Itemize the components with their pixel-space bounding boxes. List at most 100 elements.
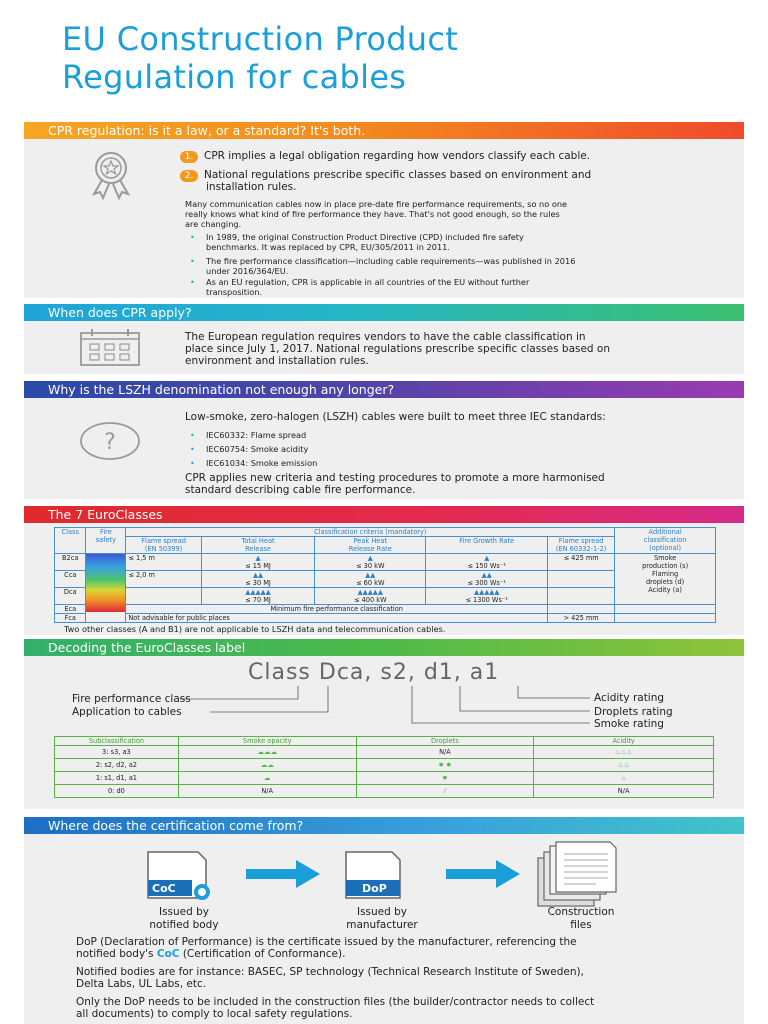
cert-paragraph-1-line-2: notified body's CoC (Certification of Co… <box>76 948 346 960</box>
cpr-bullet-3: •As an EU regulation, CPR is applicable … <box>190 277 530 297</box>
euroclass-row-eca: Eca Minimum fire performance classificat… <box>53 604 716 614</box>
euroclass-label-example: Class Dca, s2, d1, a1 <box>248 660 500 685</box>
cpr-point-1: 1.CPR implies a legal obligation regardi… <box>180 150 590 163</box>
cert-paragraph-3-line-1: Only the DoP needs to be included in the… <box>76 996 595 1008</box>
droplet-icons-2: ✸ ✸ <box>355 758 535 772</box>
coc-document-icon <box>147 851 210 900</box>
euroclass-col-fire-growth: Fire Growth Rate <box>425 536 549 554</box>
cpr-paragraph-line-2: really knows what kind of fire performan… <box>185 209 560 219</box>
euroclass-min-performance: Minimum fire performance classification <box>125 604 549 614</box>
calendar-icon <box>80 329 140 366</box>
subclass-row-2: 2: s2, d2, a2 ☁☁ ✸ ✸ ♨♨ <box>54 758 714 772</box>
euroclass-col-flame-spread: Flame spread(EN 50399) <box>125 536 202 554</box>
section-header-when-cpr-apply: When does CPR apply? <box>24 304 744 321</box>
lszh-bullet-2: •IEC60754: Smoke acidity <box>190 444 309 454</box>
subclass-row-0: 0: d0 N/A ⁄ N/A <box>54 784 714 798</box>
fire-safety-gradient-bar <box>86 554 126 612</box>
peak-icons-b2ca: ▲ <box>367 554 373 562</box>
label-fire-performance: Fire performance class <box>72 693 191 705</box>
construction-files-icon <box>537 841 617 907</box>
svg-text:?: ? <box>104 430 116 455</box>
label-smoke: Smoke rating <box>594 718 664 730</box>
section-header-lszh: Why is the LSZH denomination not enough … <box>24 381 744 398</box>
acid-icons-1: ♨ <box>533 771 714 785</box>
euroclass-row-b2ca: B2ca ≤ 1,5 m ▲≤ 15 MJ ▲≤ 30 kW ▲≤ 150 Ws… <box>53 553 716 623</box>
question-bubble-icon: ? <box>80 422 140 460</box>
euroclass-col-class: Class <box>53 527 87 554</box>
subclass-row-3: 3: s3, a3 ☁☁☁ N/A ♨♨♨ <box>54 745 714 759</box>
dop-label: DoP <box>362 882 387 895</box>
peak-icons-dca: ▲▲▲▲▲ <box>357 588 383 596</box>
cpr-apply-line-3: environment and installation rules. <box>185 355 369 367</box>
section-header-euroclasses: The 7 EuroClasses <box>24 506 744 523</box>
acid-icons-2: ♨♨ <box>533 758 714 772</box>
cert-paragraph-1-line-1: DoP (Declaration of Performance) is the … <box>76 936 577 948</box>
title-line-1: EU Construction Product <box>62 20 459 58</box>
cert-paragraph-2-line-1: Notified bodies are for instance: BASEC,… <box>76 966 584 978</box>
growth-icons-b2ca: ▲ <box>484 554 490 562</box>
dop-document-icon <box>345 851 401 899</box>
decoding-connector-lines <box>180 686 590 724</box>
peak-icons-cca: ▲▲ <box>365 571 376 579</box>
euroclass-note: Two other classes (A and B1) are not app… <box>64 624 446 634</box>
subclassification-table: Subclassification Smoke opacity Droplets… <box>54 736 714 798</box>
euroclass-criteria-header: Classification criteria (mandatory) <box>125 527 616 537</box>
cpr-apply-line-1: The European regulation requires vendors… <box>185 331 586 343</box>
cert-paragraph-3-line-2: all documents) to comply to local safety… <box>76 1008 353 1020</box>
page-title: EU Construction Product Regulation for c… <box>62 20 458 96</box>
label-acidity: Acidity rating <box>594 692 665 704</box>
euroclass-row-dca: Dca ▲▲▲▲▲≤ 70 MJ ▲▲▲▲▲≤ 400 kW ▲▲▲▲▲≤ 13… <box>53 587 716 605</box>
cpr-paragraph-line-3: are changing. <box>185 219 242 229</box>
heat-icons-dca: ▲▲▲▲▲ <box>245 588 271 596</box>
coc-inline-label: CoC <box>156 948 180 960</box>
section-header-certification: Where does the certification come from? <box>24 817 744 834</box>
arrow-right-icon <box>246 860 320 888</box>
droplet-none-icon: ⁄ <box>355 784 535 798</box>
euroclass-not-advisable: Not advisable for public places <box>125 613 549 623</box>
section-panel-when-cpr-apply <box>24 321 744 374</box>
heat-icons-cca: ▲▲ <box>252 571 264 579</box>
arrow-right-icon-2 <box>446 860 520 888</box>
subclass-row-1: 1: s1, d1, a1 ☁ ✸ ♨ <box>54 771 714 785</box>
euroclass-col-flame-spread-2: Flame spread(EN 60332-1-2) <box>547 536 616 554</box>
cert-paragraph-2-line-2: Delta Labs, UL Labs, etc. <box>76 978 207 990</box>
lszh-intro: Low-smoke, zero-halogen (LSZH) cables we… <box>185 411 606 423</box>
lszh-bullet-1: •IEC60332: Flame spread <box>190 430 307 440</box>
title-line-2: Regulation for cables <box>62 58 407 96</box>
droplet-icons-1: ✸ <box>355 771 535 785</box>
award-ribbon-icon <box>91 152 131 200</box>
acid-icons-3: ♨♨♨ <box>533 745 714 759</box>
smoke-icons-2: ☁☁ <box>177 758 357 772</box>
section-header-decoding: Decoding the EuroClasses label <box>24 639 744 656</box>
heat-icons-b2ca: ▲ <box>255 554 261 562</box>
section-panel-lszh <box>24 398 744 499</box>
growth-icons-dca: ▲▲▲▲▲ <box>474 588 500 596</box>
lszh-outro-line-1: CPR applies new criteria and testing pro… <box>185 472 605 484</box>
section-header-cpr-regulation: CPR regulation: is it a law, or a standa… <box>24 122 744 139</box>
coc-label: CoC <box>152 882 176 895</box>
cpr-bullet-2: •The fire performance classification—inc… <box>190 256 576 276</box>
smoke-icons-1: ☁ <box>177 771 357 785</box>
smoke-icons-3: ☁☁☁ <box>177 745 357 759</box>
cpr-point-2-continued: installation rules. <box>206 181 297 193</box>
section-panel-cpr-regulation <box>24 139 744 298</box>
cpr-apply-line-2: place since July 1, 2017. National regul… <box>185 343 611 355</box>
label-droplets: Droplets rating <box>594 706 673 718</box>
lszh-outro-line-2: standard describing cable fire performan… <box>185 484 416 496</box>
growth-icons-cca: ▲▲ <box>481 571 492 579</box>
euroclass-row-fca: Fca Not advisable for public places > 42… <box>53 613 716 623</box>
cpr-paragraph-line-1: Many communication cables now in place p… <box>185 199 568 209</box>
lszh-bullet-3: •IEC61034: Smoke emission <box>190 458 318 468</box>
cpr-point-2: 2.National regulations prescribe specifi… <box>180 169 591 182</box>
label-application: Application to cables <box>72 706 182 718</box>
cpr-bullet-1: •In 1989, the original Construction Prod… <box>190 232 524 252</box>
